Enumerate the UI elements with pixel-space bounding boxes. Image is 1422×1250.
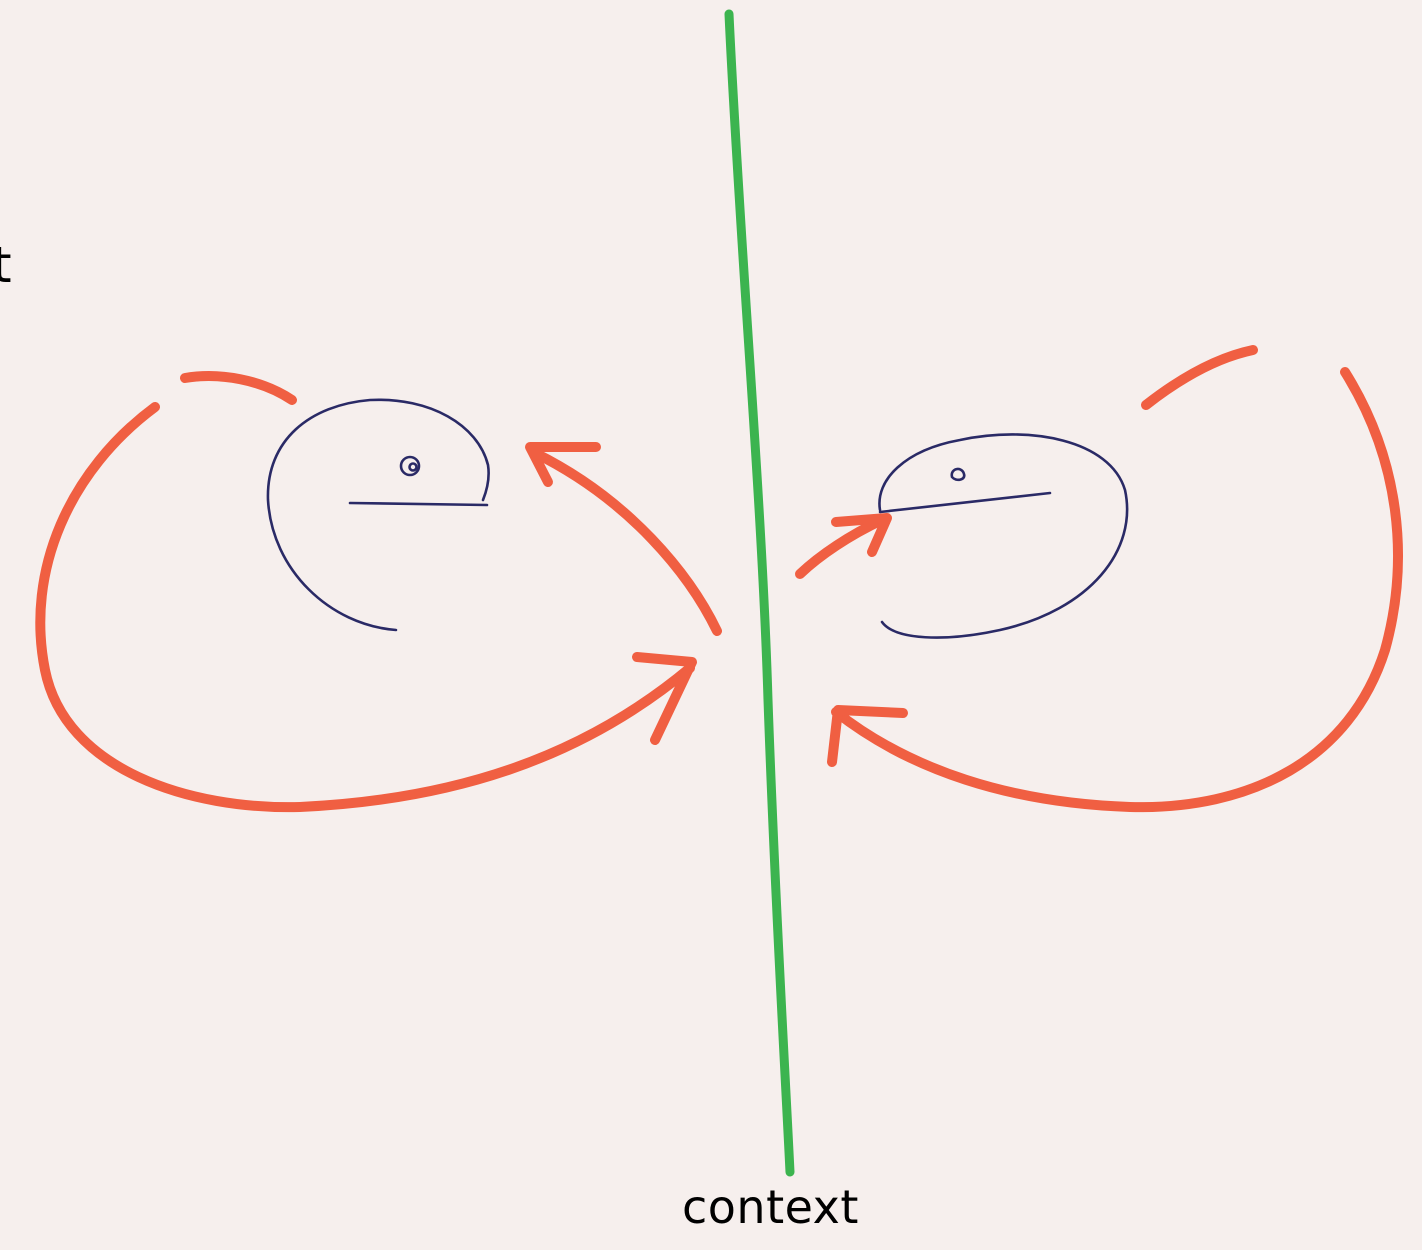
right-face-arrowhead	[831, 513, 892, 557]
context-boundary-line	[724, 9, 795, 1177]
left-top-arc	[180, 371, 297, 405]
right-loop-arrow	[831, 367, 1403, 813]
right-top-arc	[1141, 345, 1258, 410]
left-face-icon	[266, 398, 490, 632]
left-face-arrow	[530, 448, 722, 636]
right-face-arrow	[795, 515, 887, 579]
right-face-icon	[878, 433, 1129, 639]
right-loop-arrowhead	[827, 705, 908, 767]
context-label: context	[682, 1180, 859, 1234]
left-face-arrowhead	[525, 442, 601, 487]
left-loop-arrow	[35, 402, 695, 813]
left-edge-text-fragment: t	[0, 236, 12, 294]
left-loop-arrowhead	[632, 652, 697, 745]
